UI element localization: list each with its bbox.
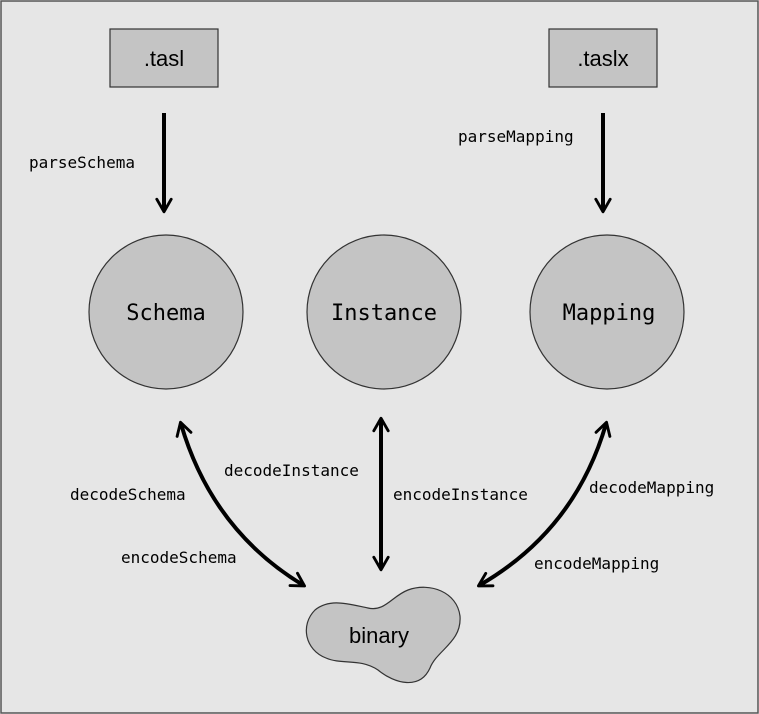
tasl-file-label: .tasl <box>144 46 184 71</box>
encode-instance-label: encodeInstance <box>393 485 528 504</box>
mapping-node-label: Mapping <box>563 301 656 326</box>
schema-binary-arrow <box>175 420 306 588</box>
mapping-binary-arrow <box>477 420 612 588</box>
decode-schema-label: decodeSchema <box>70 485 186 504</box>
taslx-file-box: .taslx <box>548 28 658 88</box>
schema-node: Schema <box>88 234 244 390</box>
mapping-node: Mapping <box>529 234 685 390</box>
parse-mapping-label: parseMapping <box>458 127 574 146</box>
binary-node: binary <box>305 586 461 684</box>
encode-mapping-label: encodeMapping <box>534 554 659 573</box>
decode-instance-label: decodeInstance <box>224 461 359 480</box>
decode-mapping-label: decodeMapping <box>589 478 714 497</box>
schema-node-label: Schema <box>126 301 205 326</box>
taslx-file-label: .taslx <box>577 46 628 71</box>
tasl-file-box: .tasl <box>109 28 219 88</box>
instance-node: Instance <box>306 234 462 390</box>
encode-schema-label: encodeSchema <box>121 548 237 567</box>
parse-schema-label: parseSchema <box>29 153 135 172</box>
binary-node-label: binary <box>349 623 409 648</box>
instance-node-label: Instance <box>331 301 437 326</box>
